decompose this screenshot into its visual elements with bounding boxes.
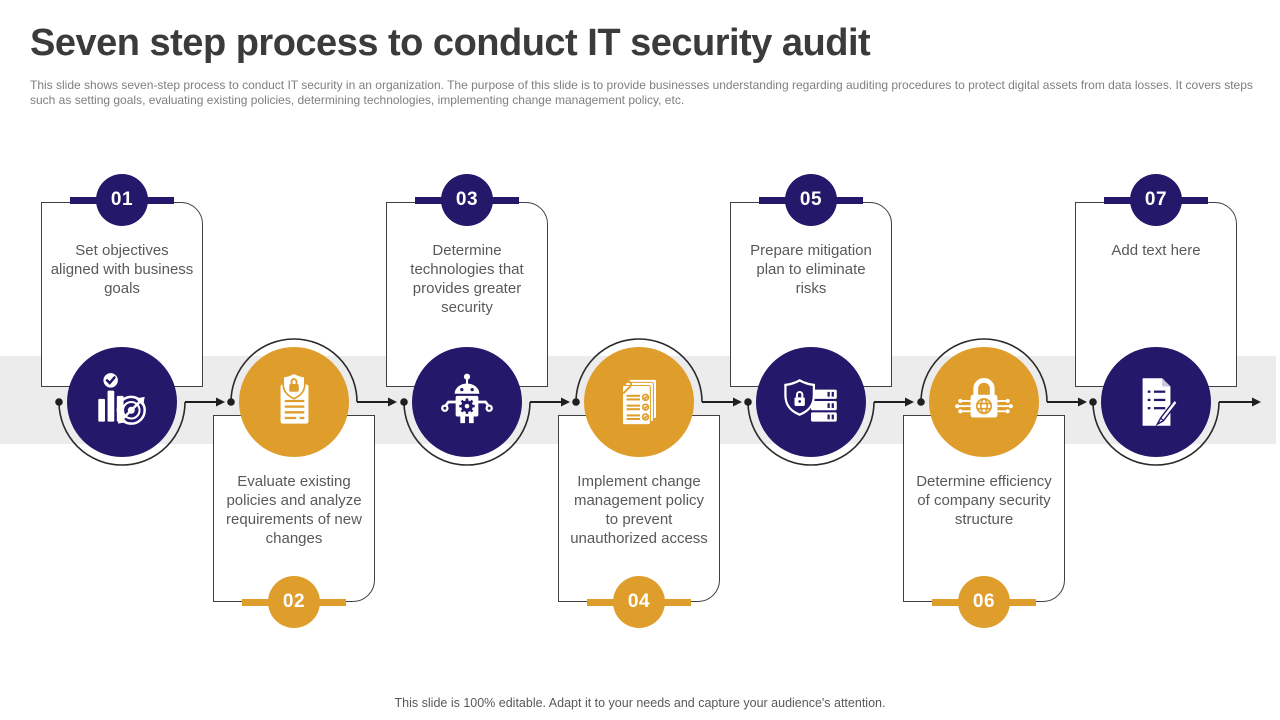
step-number: 03	[441, 174, 493, 226]
footer-note: This slide is 100% editable. Adapt it to…	[394, 696, 886, 710]
arrow-icon	[216, 397, 1261, 407]
checklist-icon	[618, 378, 658, 426]
step-icon-circle-3	[412, 347, 522, 457]
shield-server-icon	[784, 379, 837, 422]
step-icon-circle-4	[584, 347, 694, 457]
step-text: Determine technologies that provides gre…	[410, 242, 524, 316]
step-icon-circle-7	[1101, 347, 1211, 457]
badge-bar	[242, 598, 270, 606]
step-icon-circle-6	[929, 347, 1039, 457]
step-badge-6: 06	[932, 576, 1036, 628]
step-badge-4: 04	[587, 576, 691, 628]
step-text: Determine efficiency of company security…	[916, 473, 1052, 528]
badge-bar	[1104, 196, 1132, 204]
step-text: Add text here	[1111, 242, 1201, 259]
badge-bar	[587, 598, 615, 606]
slide-description: This slide shows seven-step process to c…	[30, 78, 1253, 107]
step-icon-circle-5	[756, 347, 866, 457]
badge-bar	[932, 598, 960, 606]
step-badge-7: 07	[1104, 174, 1208, 226]
step-badge-2: 02	[242, 576, 346, 628]
badge-bar	[318, 598, 346, 606]
policy-document-lock-icon	[280, 372, 309, 424]
step-text: Prepare mitigation plan to eliminate ris…	[750, 242, 872, 297]
step-number: 04	[613, 576, 665, 628]
step-text: Set objectives aligned with business goa…	[50, 242, 194, 297]
step-badge-5: 05	[759, 174, 863, 226]
step-icon-circle-2	[239, 347, 349, 457]
analytics-target-icon	[98, 373, 146, 425]
step-text: Evaluate existing policies and analyze r…	[226, 473, 362, 547]
document-pen-icon	[1142, 378, 1179, 426]
badge-bar	[146, 196, 174, 204]
step-number: 07	[1130, 174, 1182, 226]
step-number: 02	[268, 576, 320, 628]
page-title: Seven step process to conduct IT securit…	[30, 22, 871, 64]
badge-bar	[663, 598, 691, 606]
badge-bar	[1008, 598, 1036, 606]
badge-bar	[491, 196, 519, 204]
step-number: 01	[96, 174, 148, 226]
step-text: Implement change management policy to pr…	[570, 473, 708, 547]
step-icon-circle-1	[67, 347, 177, 457]
badge-bar	[70, 196, 98, 204]
badge-bar	[759, 196, 787, 204]
badge-bar	[1180, 196, 1208, 204]
step-badge-1: 01	[70, 174, 174, 226]
step-number: 05	[785, 174, 837, 226]
step-badge-3: 03	[415, 174, 519, 226]
badge-bar	[835, 196, 863, 204]
badge-bar	[415, 196, 443, 204]
lock-globe-icon	[955, 378, 1013, 418]
step-number: 06	[958, 576, 1010, 628]
step-card-5: Prepare mitigation plan to eliminate ris…	[730, 202, 892, 387]
robot-gear-icon	[441, 373, 493, 424]
